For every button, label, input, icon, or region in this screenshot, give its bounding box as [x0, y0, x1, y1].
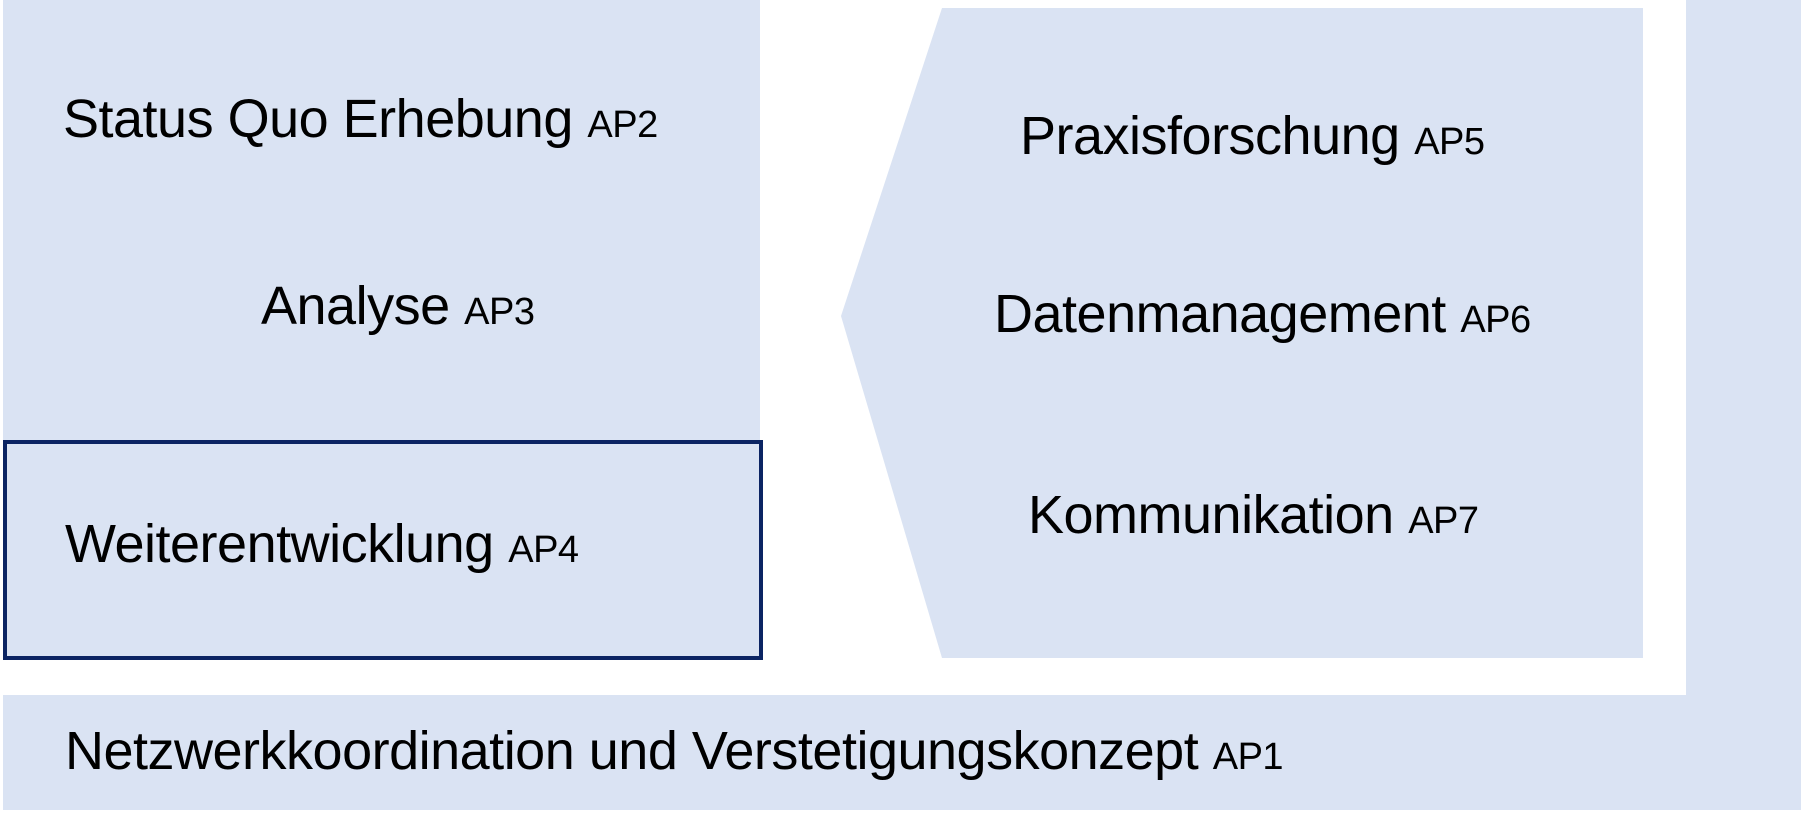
weiterentwicklung-label: Weiterentwicklung AP4 [65, 514, 579, 574]
analysis-block [3, 0, 760, 442]
right-side-bar [1686, 0, 1801, 700]
chevron-block [841, 8, 1643, 658]
weiterentwicklung-block [3, 440, 763, 660]
analyse-label: Analyse AP3 [261, 276, 535, 336]
bottom-bar [3, 695, 1801, 810]
praxisforschung-label: Praxisforschung AP5 [1020, 106, 1485, 166]
kommunikation-label: Kommunikation AP7 [1028, 485, 1479, 545]
datenmanagement-label: Datenmanagement AP6 [994, 284, 1531, 344]
status-quo-label: Status Quo Erhebung AP2 [63, 89, 658, 149]
netzwerk-label: Netzwerkkoordination und Verstetigungsko… [65, 721, 1284, 781]
